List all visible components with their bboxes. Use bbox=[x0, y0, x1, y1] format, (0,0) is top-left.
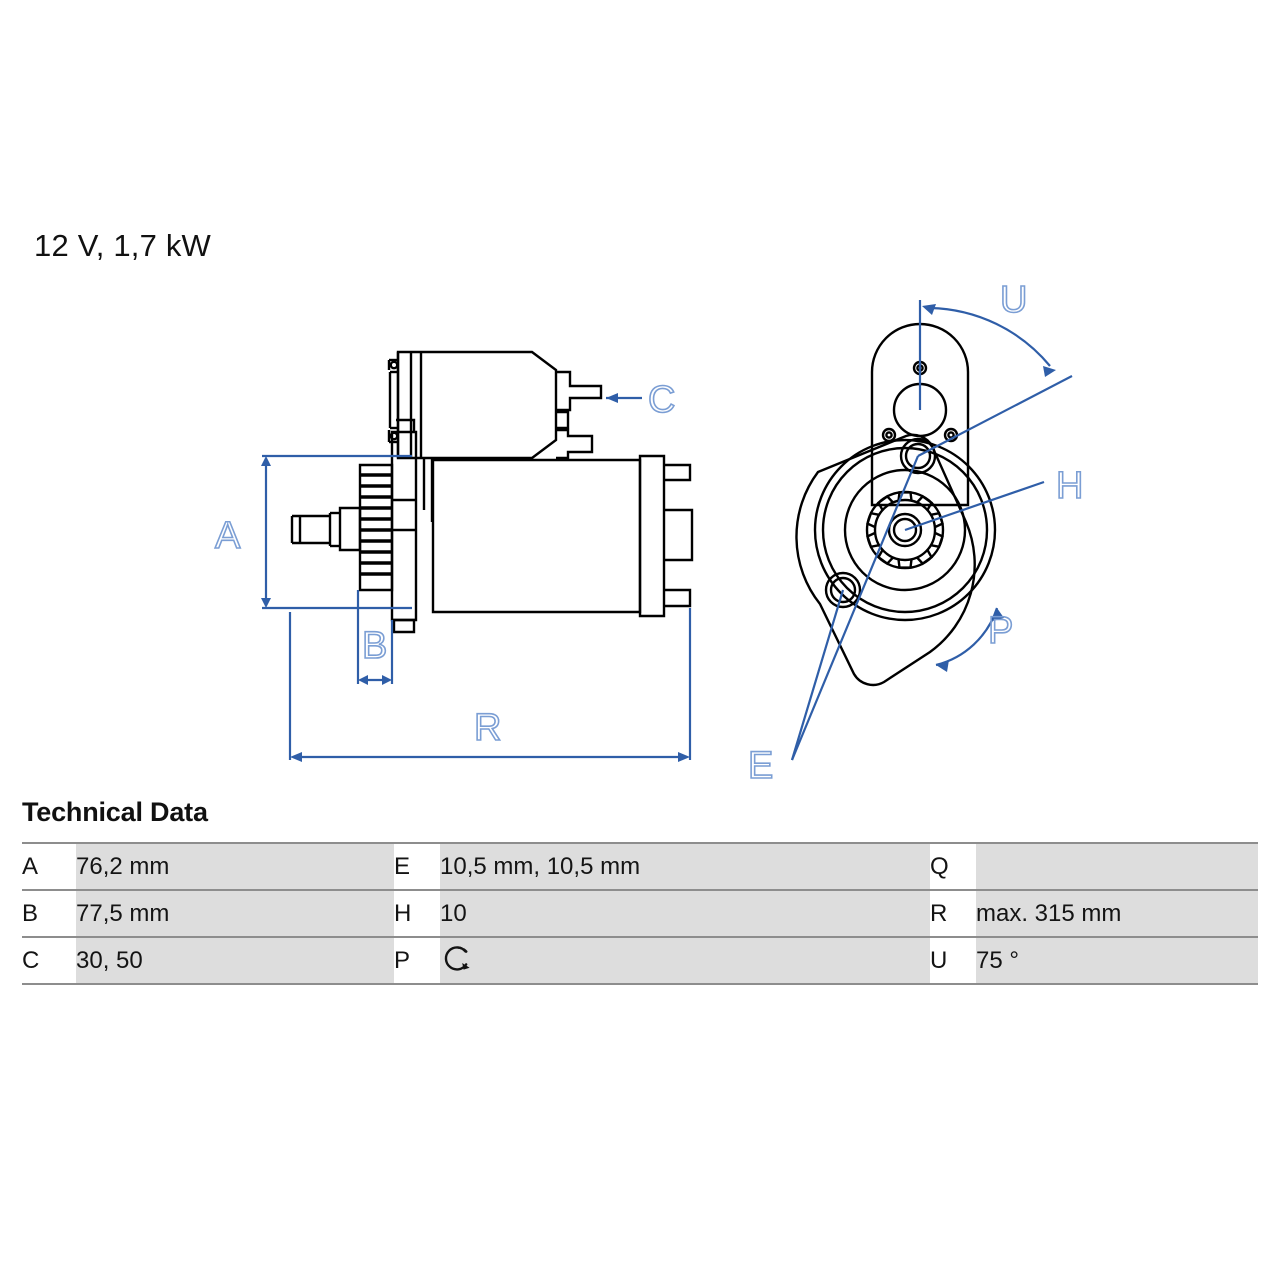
row-key-b: B bbox=[22, 889, 76, 937]
label-e: E bbox=[748, 745, 773, 787]
drawing-svg: A B C R U E H P bbox=[214, 278, 1084, 788]
row-value-c: 30, 50 bbox=[76, 936, 394, 985]
table-row: B 77,5 mm H 10 R max. 315 mm bbox=[22, 889, 1258, 937]
row-value-p bbox=[440, 936, 930, 985]
clockwise-rotation-icon bbox=[440, 942, 474, 981]
label-h: H bbox=[1056, 465, 1083, 507]
gear-tooth bbox=[916, 549, 934, 566]
dimension-r bbox=[288, 608, 692, 762]
dimension-h bbox=[904, 480, 1045, 532]
label-a: A bbox=[215, 515, 241, 557]
row-value-b: 77,5 mm bbox=[76, 889, 394, 937]
technical-data-heading: Technical Data bbox=[22, 797, 208, 827]
row-key-a: A bbox=[22, 842, 76, 890]
dimension-letter-labels: A B C R U E H P bbox=[214, 278, 1084, 788]
gear-tooth bbox=[876, 549, 894, 566]
row-key-r: R bbox=[930, 889, 976, 937]
pinion-and-shaft bbox=[358, 463, 394, 592]
end-view-flange bbox=[795, 433, 997, 687]
row-value-h: 10 bbox=[440, 889, 930, 937]
pinion-teeth-hatch bbox=[361, 473, 391, 576]
label-p: P bbox=[988, 610, 1013, 652]
row-key-q: Q bbox=[930, 842, 976, 890]
end-view-pinion bbox=[865, 490, 945, 570]
row-key-h: H bbox=[394, 889, 440, 937]
gear-tooth bbox=[897, 559, 913, 569]
gear-tooth bbox=[916, 494, 934, 511]
dimension-annotations bbox=[261, 300, 1073, 762]
label-u: U bbox=[1000, 279, 1027, 321]
row-value-u: 75 ° bbox=[976, 936, 1258, 985]
row-value-e: 10,5 mm, 10,5 mm bbox=[440, 842, 930, 890]
row-key-u: U bbox=[930, 936, 976, 985]
page-title: 12 V, 1,7 kW bbox=[34, 228, 212, 263]
technical-drawing: A B C R U E H P bbox=[0, 260, 1280, 790]
row-value-r: max. 315 mm bbox=[976, 889, 1258, 937]
gear-tooth bbox=[876, 494, 894, 511]
drive-end-flange bbox=[390, 418, 418, 634]
table-row: C 30, 50 P U 75 ° bbox=[22, 936, 1258, 985]
label-r: R bbox=[474, 707, 501, 749]
row-key-e: E bbox=[394, 842, 440, 890]
row-key-p: P bbox=[394, 936, 440, 985]
table-row: A 76,2 mm E 10,5 mm, 10,5 mm Q bbox=[22, 842, 1258, 890]
dimension-p bbox=[935, 607, 1004, 672]
dimension-a bbox=[261, 454, 412, 610]
solenoid-body bbox=[387, 350, 603, 522]
technical-data-table: A 76,2 mm E 10,5 mm, 10,5 mm Q B 77,5 mm… bbox=[22, 842, 1258, 985]
gear-tooth bbox=[866, 511, 880, 529]
label-c: C bbox=[648, 379, 675, 421]
dimension-b bbox=[356, 590, 394, 685]
dimension-e bbox=[790, 455, 920, 761]
row-value-q bbox=[976, 842, 1258, 890]
row-key-c: C bbox=[22, 936, 76, 985]
motor-housing bbox=[431, 454, 694, 618]
label-b: B bbox=[362, 625, 387, 667]
gear-tooth bbox=[866, 531, 880, 549]
dimension-c bbox=[606, 393, 642, 403]
gear-tooth bbox=[897, 491, 913, 501]
row-value-a: 76,2 mm bbox=[76, 842, 394, 890]
gear-tooth bbox=[930, 531, 944, 549]
dimension-u bbox=[917, 300, 1073, 457]
